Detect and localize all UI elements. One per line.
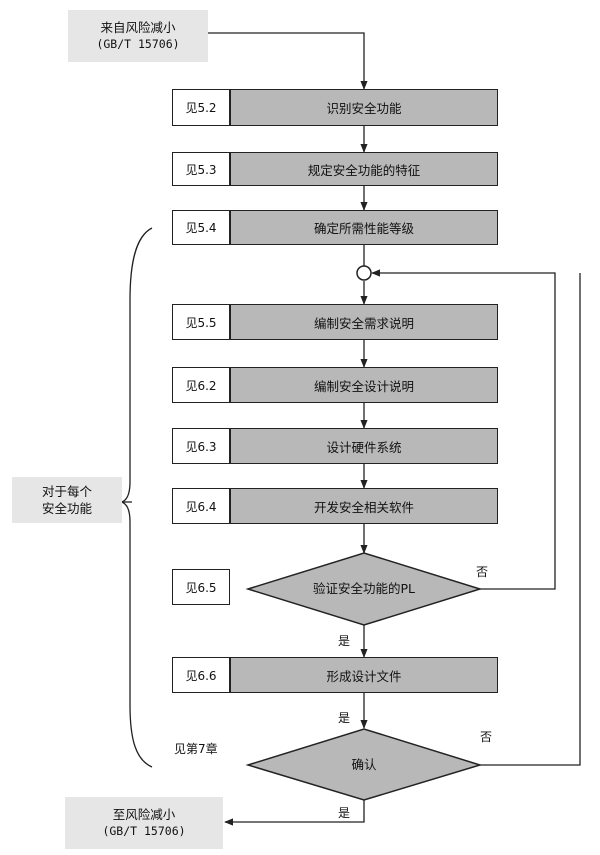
- step-ref: 见5.5: [172, 304, 230, 340]
- step-box: 规定安全功能的特征: [230, 152, 498, 186]
- decision-diamond-verify: [245, 552, 483, 626]
- validate-feedback-loop: [480, 273, 581, 766]
- bracket: [120, 227, 153, 768]
- end-connector: [224, 800, 365, 826]
- start-box: 来自风险减小 (GB/T 15706): [68, 10, 208, 62]
- end-title: 至风险减小: [112, 807, 176, 822]
- loop-note-line1: 对于每个: [41, 484, 92, 499]
- end-standard: (GB/T 15706): [102, 824, 186, 838]
- start-standard: (GB/T 15706): [96, 37, 180, 51]
- decision-diamond-validate: [245, 728, 483, 801]
- decision-label: 确认: [351, 757, 377, 772]
- step-box: 编制安全设计说明: [230, 367, 498, 403]
- step-box: 设计硬件系统: [230, 428, 498, 464]
- decision-no-label: 否: [480, 730, 493, 744]
- decision-no-label: 否: [476, 565, 489, 579]
- step-ref: 见6.4: [172, 488, 230, 524]
- decision-yes-label: 是: [338, 634, 351, 648]
- decision-ref: 见6.5: [172, 569, 230, 605]
- decision-ref: 见第7章: [174, 742, 218, 756]
- step-box: 识别安全功能: [230, 89, 498, 126]
- step-box: 确定所需性能等级: [230, 210, 498, 245]
- verify-feedback-loop: [371, 269, 556, 590]
- step-ref: 见6.2: [172, 367, 230, 403]
- start-connector: [208, 32, 368, 90]
- loop-note-line2: 安全功能: [41, 501, 92, 516]
- step-ref: 见6.3: [172, 428, 230, 464]
- loop-note-box: 对于每个 安全功能: [12, 477, 122, 523]
- decision-yes-label: 是: [338, 806, 351, 820]
- step-box: 编制安全需求说明: [230, 304, 498, 340]
- step-box: 开发安全相关软件: [230, 488, 498, 524]
- step-ref: 见5.2: [172, 89, 230, 126]
- step-ref: 见6.6: [172, 657, 230, 693]
- step-ref: 见5.4: [172, 210, 230, 245]
- yes-label: 是: [338, 711, 351, 725]
- decision-label: 验证安全功能的PL: [312, 581, 416, 596]
- start-title: 来自风险减小: [100, 20, 176, 35]
- step-box: 形成设计文件: [230, 657, 498, 693]
- step-ref: 见5.3: [172, 152, 230, 186]
- end-box: 至风险减小 (GB/T 15706): [65, 797, 223, 849]
- merge-node: [356, 265, 372, 281]
